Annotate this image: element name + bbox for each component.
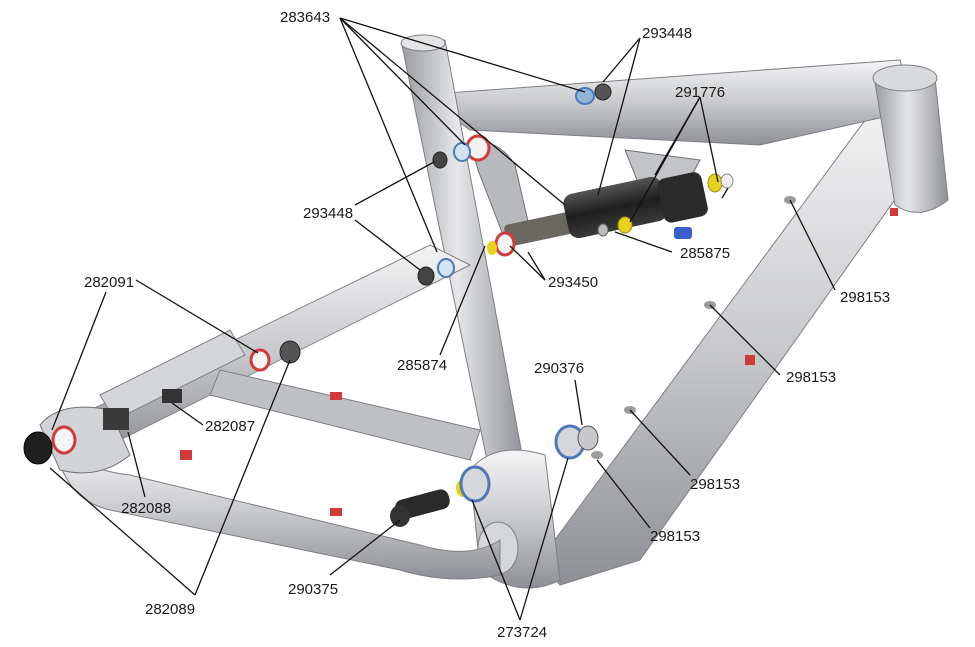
cable-stop: [180, 450, 192, 460]
chainstay-insert: [103, 408, 129, 430]
head-tube-top: [872, 64, 938, 92]
bolt-head: [597, 223, 609, 237]
label-291776: 291776: [675, 84, 725, 101]
chainstay-bridge: [209, 369, 481, 461]
part-labels: 283643 293448 291776 293448 285875 29345…: [84, 9, 890, 641]
label-273724: 273724: [497, 624, 547, 641]
bearing-red: [51, 425, 77, 455]
frame: [39, 34, 949, 589]
pivot-cap: [577, 425, 599, 451]
bushing-white: [720, 173, 734, 189]
top-tube: [418, 59, 916, 146]
label-282088: 282088: [121, 500, 171, 517]
bushing-yellow: [617, 216, 633, 234]
label-290376: 290376: [534, 360, 584, 377]
bearing-red: [249, 348, 271, 372]
label-298153-b: 298153: [786, 369, 836, 386]
shock-reservoir: [657, 172, 708, 223]
label-282091: 282091: [84, 274, 134, 291]
label-298153-c: 298153: [690, 476, 740, 493]
brake-insert: [162, 389, 182, 403]
label-285875: 285875: [680, 245, 730, 262]
leader-lines: [49, 17, 836, 621]
shock-body: [563, 176, 667, 239]
cable-stop: [745, 355, 755, 365]
cable-stop: [330, 508, 342, 516]
label-293448-mid: 293448: [303, 205, 353, 222]
rear-shock: [504, 172, 708, 247]
bearing-red: [494, 231, 516, 257]
shock-shaft: [504, 211, 576, 247]
bolt-head: [594, 83, 612, 101]
label-282089: 282089: [145, 601, 195, 618]
pivot-axle-end: [390, 505, 410, 527]
washer-blue: [575, 87, 595, 105]
cable-stop: [330, 392, 342, 400]
shock-dial: [674, 227, 692, 239]
label-298153-a: 298153: [840, 289, 890, 306]
bolt-head: [417, 266, 435, 286]
bolt-head: [279, 340, 301, 364]
label-298153-d: 298153: [650, 528, 700, 545]
label-293450: 293450: [548, 274, 598, 291]
washer-blue: [437, 258, 455, 278]
label-282087: 282087: [205, 418, 255, 435]
cable-stop: [890, 208, 898, 216]
label-283643: 283643: [280, 9, 330, 26]
label-285874: 285874: [397, 357, 447, 374]
bearing-blue: [459, 465, 491, 503]
cable-guide: [591, 451, 603, 459]
washer-blue: [453, 142, 471, 162]
label-290375: 290375: [288, 581, 338, 598]
hardware: [23, 83, 734, 527]
bushing-yellow: [487, 241, 497, 255]
bushing-yellow: [707, 173, 723, 193]
down-tube: [539, 99, 931, 586]
label-293448-top: 293448: [642, 25, 692, 42]
bolt-head: [432, 151, 448, 169]
axle-nut: [23, 431, 53, 465]
